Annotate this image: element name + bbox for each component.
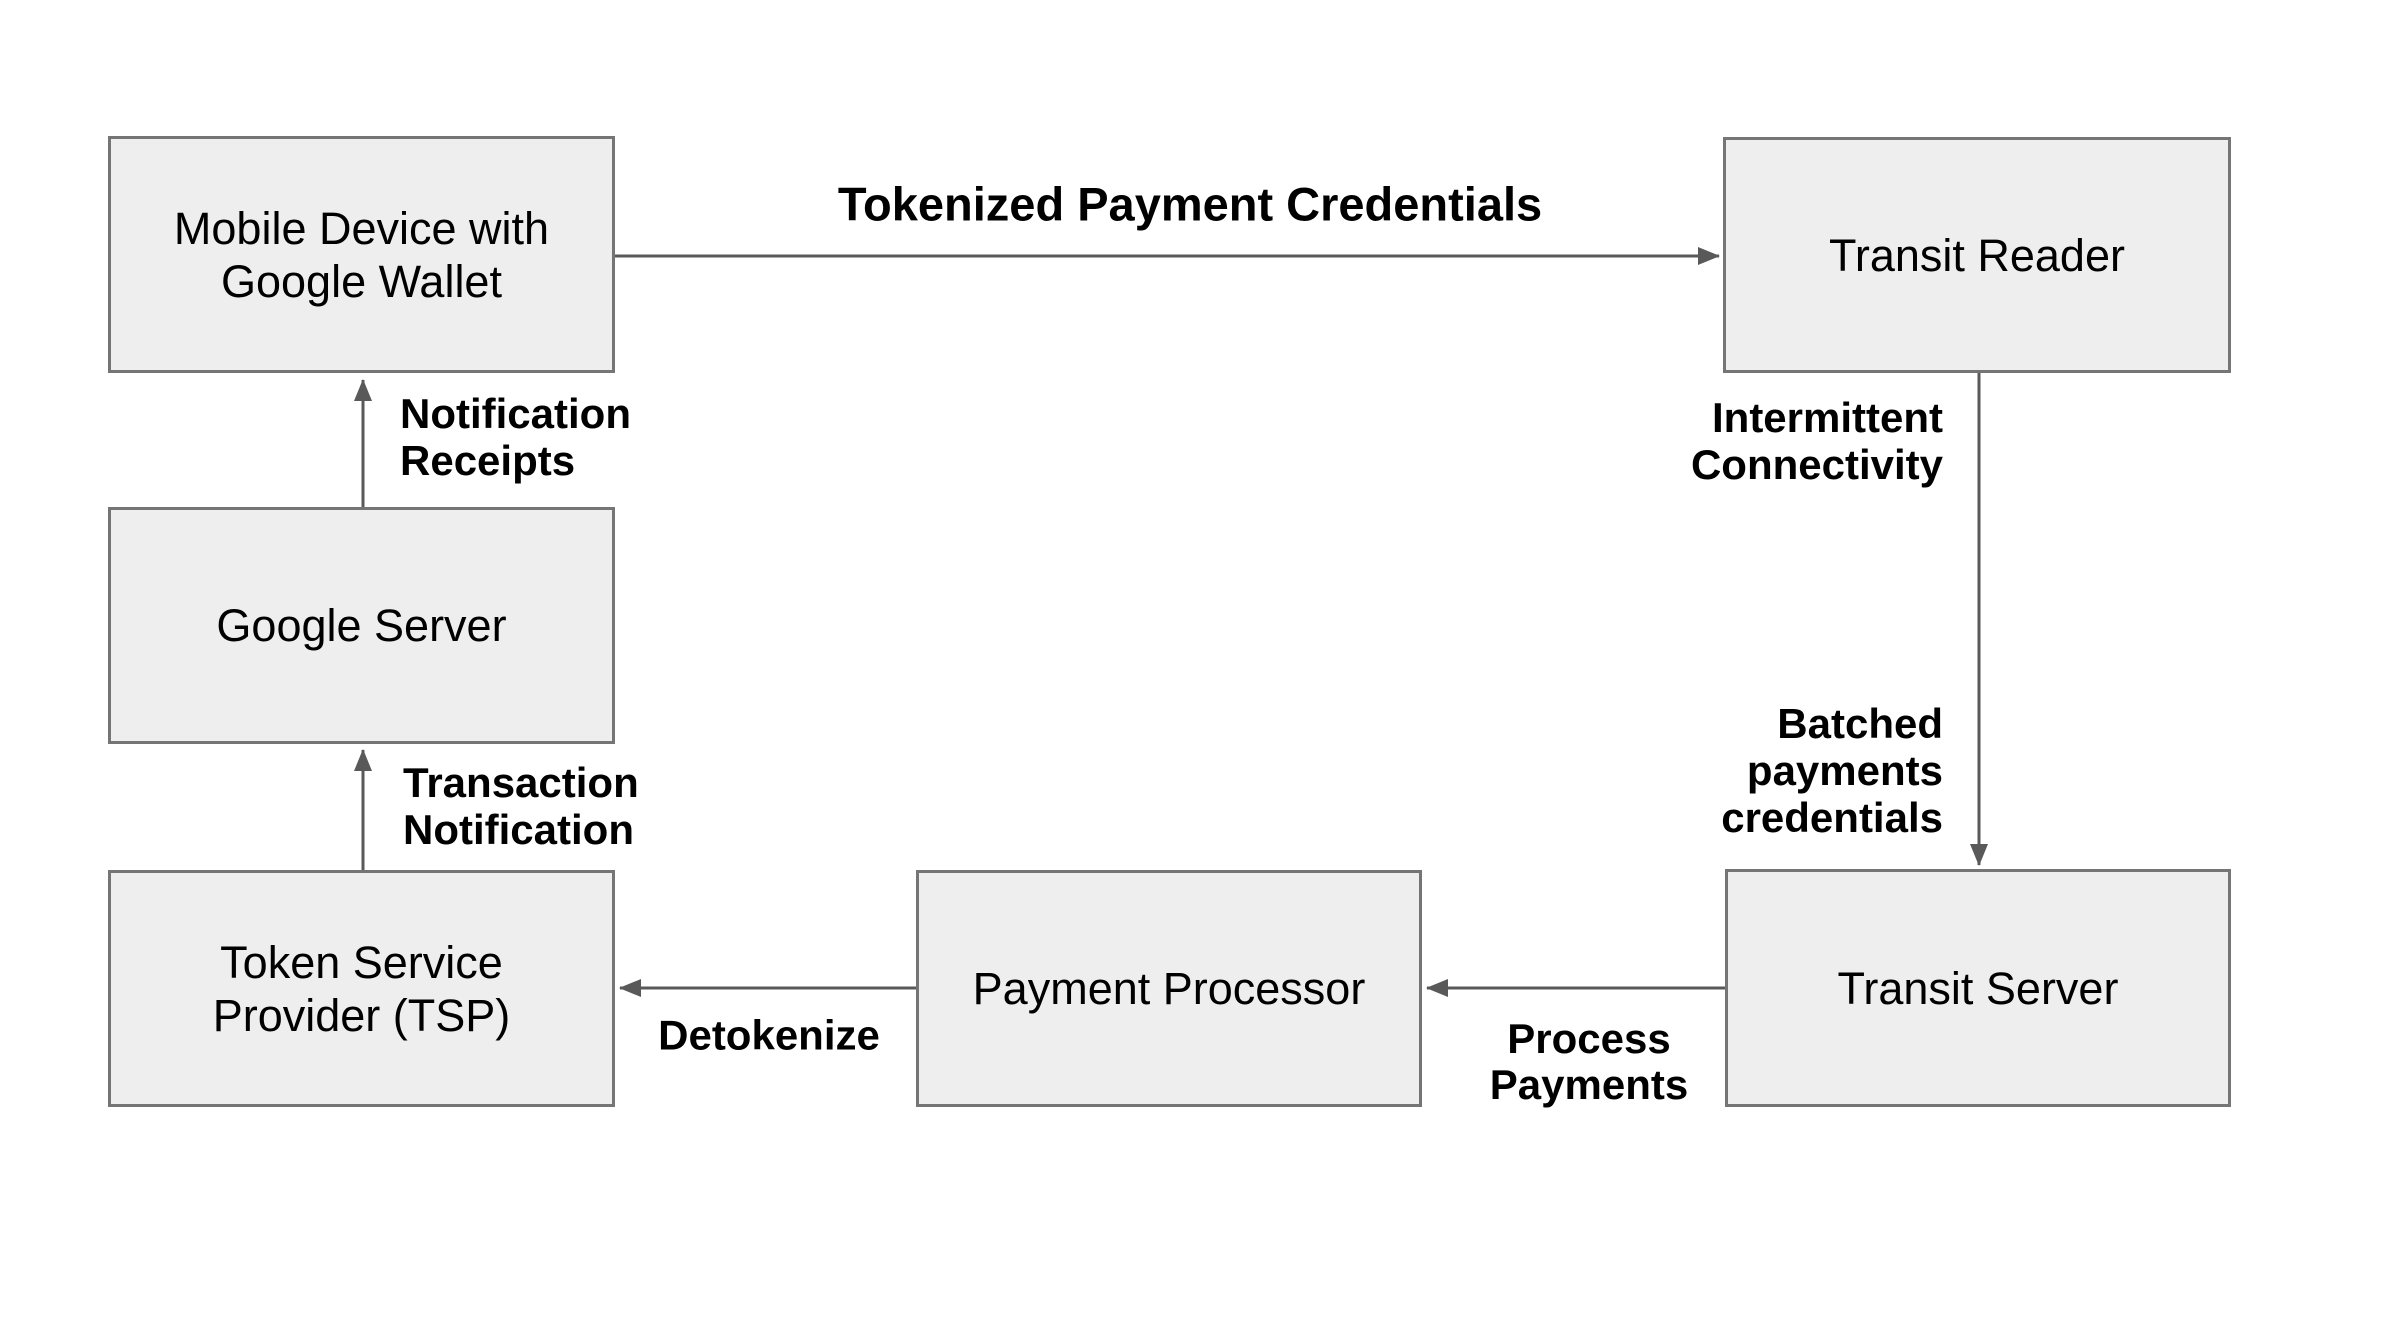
node-payment-processor: Payment Processor [916, 870, 1422, 1107]
edge-label-line: Notification [403, 806, 634, 853]
edge-label-line: Process [1507, 1015, 1671, 1062]
edge-label-detokenize: Detokenize [658, 1011, 880, 1059]
node-label-line: Transit Reader [1829, 229, 2125, 281]
edge-label-transaction-notification: Transaction Notification [403, 759, 639, 853]
node-label: Transit Reader [1829, 229, 2125, 282]
edge-label-process-payments: Process Payments [1490, 1016, 1688, 1108]
node-label-line: Provider (TSP) [212, 989, 511, 1041]
node-label-line: Google Server [216, 600, 507, 651]
node-label-line: Mobile Device with [173, 202, 550, 254]
node-label: Google Server [216, 599, 506, 652]
edge-label-line: Payments [1489, 1061, 1689, 1108]
node-label-line: Token Service [220, 936, 503, 988]
edge-label-tokenized-payment-credentials: Tokenized Payment Credentials [837, 177, 1543, 231]
edge-label-line: Transaction [403, 759, 639, 806]
edge-label-intermittent-connectivity: Intermittent Connectivity [1691, 394, 1943, 488]
edge-label-line: payments [1746, 747, 1943, 794]
node-transit-server: Transit Server [1725, 869, 2231, 1107]
node-transit-reader: Transit Reader [1723, 137, 2231, 373]
node-label-line: Transit Server [1837, 962, 2119, 1014]
node-label: Transit Server [1838, 962, 2119, 1015]
node-mobile-device: Mobile Device with Google Wallet [108, 136, 615, 373]
node-token-service-provider: Token Service Provider (TSP) [108, 870, 615, 1107]
edge-label-notification-receipts: Notification Receipts [400, 390, 631, 484]
edge-label-line: Notification [400, 390, 631, 437]
edge-label-line: credentials [1721, 794, 1943, 841]
node-label-line: Payment Processor [972, 963, 1366, 1014]
edge-label-line: Intermittent [1712, 394, 1943, 441]
edge-label-batched-payments-credentials: Batched payments credentials [1721, 700, 1943, 841]
node-label: Payment Processor [973, 962, 1366, 1015]
node-google-server: Google Server [108, 507, 615, 744]
node-label: Mobile Device with Google Wallet [174, 202, 549, 308]
edge-label-line: Batched [1777, 700, 1943, 747]
node-label: Token Service Provider (TSP) [213, 936, 511, 1042]
edge-label-line: Receipts [400, 437, 576, 484]
edge-label-line: Connectivity [1690, 441, 1943, 488]
node-label-line: Google Wallet [221, 255, 502, 307]
